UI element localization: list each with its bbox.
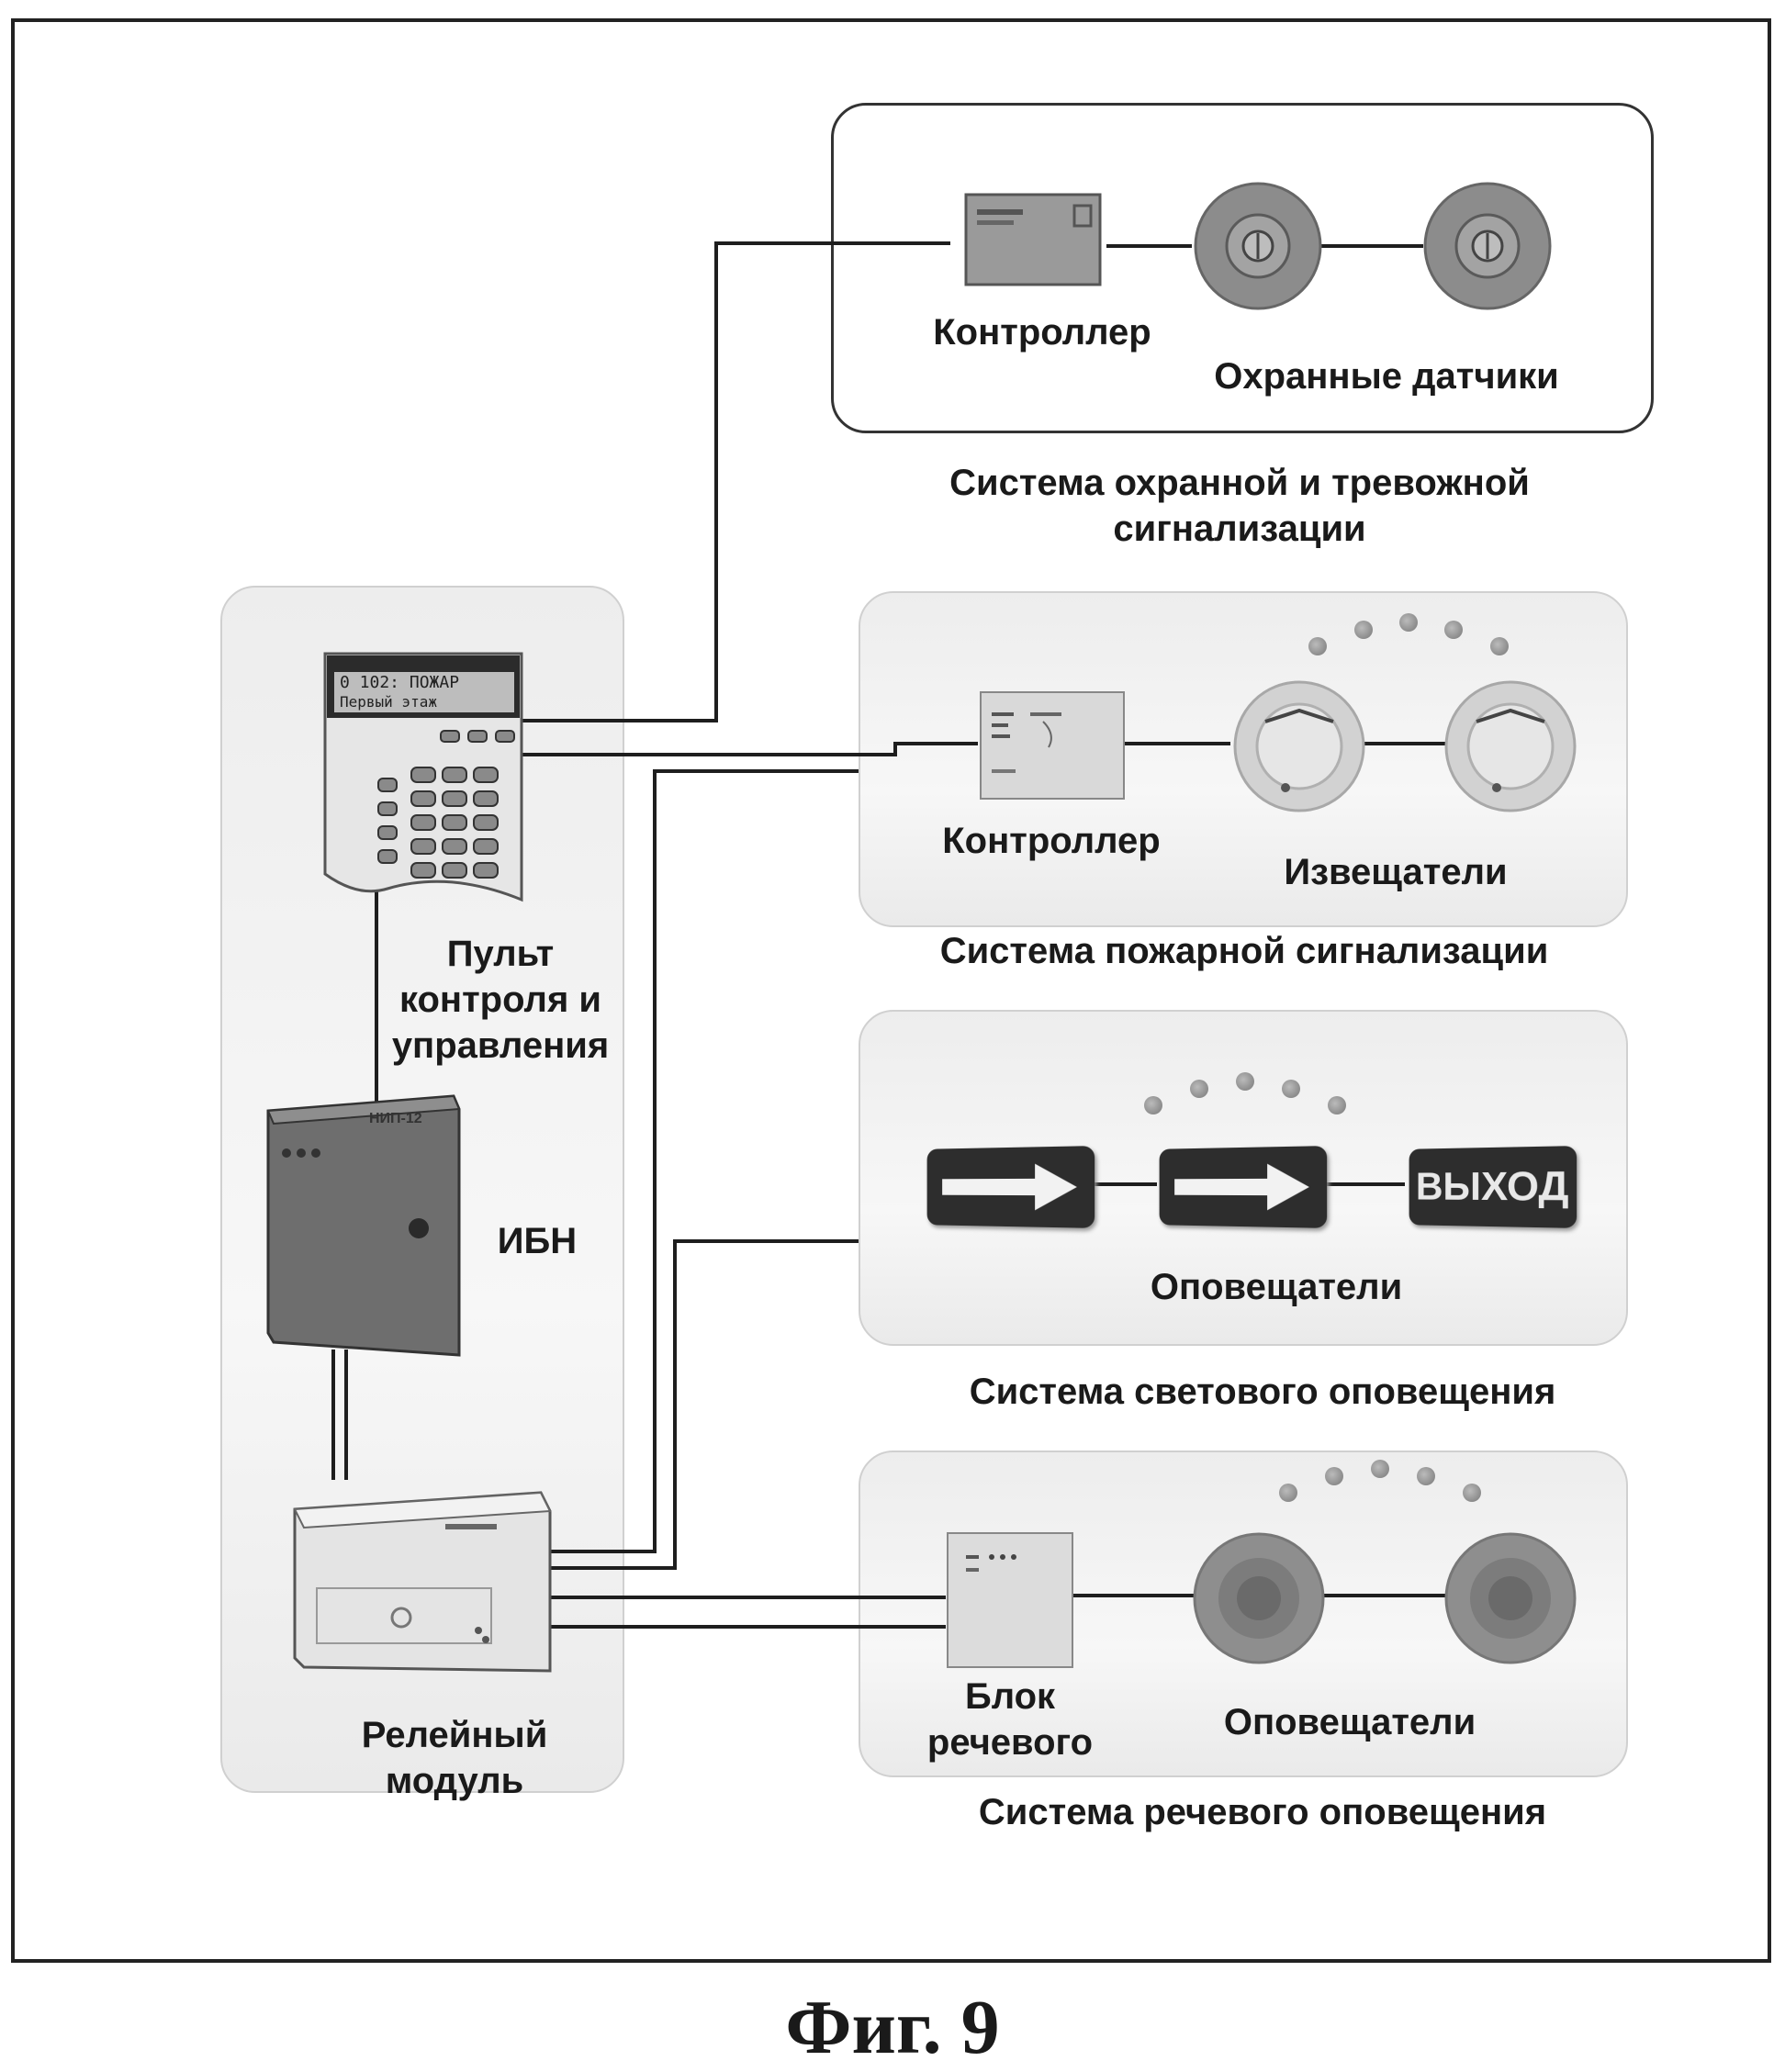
security-system-title-line2: сигнализации — [1113, 509, 1366, 549]
exit-arrow-sign-1 — [926, 1146, 1095, 1228]
voice-block-label-line1: Блок — [964, 1676, 1056, 1717]
security-sensors-label: Охранные датчики — [1214, 356, 1559, 397]
voice-block-device — [947, 1532, 1073, 1668]
relay-module-label-line1: Релейный — [361, 1715, 548, 1755]
wire-relay-fire — [546, 769, 859, 1553]
relay-module-label-line2: модуль — [385, 1761, 524, 1801]
fire-system-title: Система пожарной сигнализации — [939, 931, 1549, 971]
voice-notifier-2-icon — [1444, 1532, 1577, 1664]
light-system-title: Система светового оповещения — [969, 1372, 1556, 1412]
power-unit-cabinet — [266, 1094, 461, 1357]
voice-notifiers-label: Оповещатели — [1223, 1702, 1476, 1742]
wire-panel-security — [519, 241, 950, 722]
control-panel-label-line1: Пульт — [446, 934, 555, 974]
voice-notifier-1-icon — [1193, 1532, 1325, 1664]
control-panel-label-line3: управления — [391, 1025, 610, 1066]
fire-detectors-label: Извещатели — [1284, 852, 1508, 892]
exit-arrow-sign-2 — [1159, 1146, 1328, 1228]
fire-controller-device — [980, 691, 1125, 800]
light-notifiers-label: Оповещатели — [1150, 1267, 1403, 1307]
voice-block-label-line2: речевого — [926, 1722, 1094, 1763]
power-unit-label: ИБН — [497, 1221, 578, 1261]
security-controller-device — [964, 193, 1102, 286]
security-sensor-2-icon — [1423, 182, 1552, 310]
figure-frame — [11, 18, 1771, 1963]
arrow-right-icon — [1174, 1163, 1309, 1211]
voice-system-title: Система речевого оповещения — [978, 1792, 1547, 1832]
relay-module-device — [293, 1491, 552, 1673]
wire-panel-fire — [519, 742, 978, 756]
wire-relay-light — [546, 1239, 859, 1570]
keypad-display-line2: Первый этаж — [340, 693, 437, 711]
fire-detector-1-icon — [1233, 680, 1365, 812]
exit-text-sign: ВЫХОД — [1409, 1146, 1577, 1228]
fire-controller-label: Контроллер — [942, 821, 1161, 861]
arrow-right-icon — [942, 1163, 1077, 1211]
control-panel-keypad — [323, 652, 523, 902]
power-unit-badge: НИП-12 — [369, 1111, 422, 1126]
figure-caption: Фиг. 9 — [785, 1985, 1000, 2070]
fire-detector-2-icon — [1444, 680, 1577, 812]
security-system-title-line1: Система охранной и тревожной — [949, 463, 1530, 503]
control-panel-label-line2: контроля и — [399, 980, 601, 1020]
exit-sign-text: ВЫХОД — [1415, 1162, 1569, 1210]
security-controller-label: Контроллер — [933, 312, 1151, 353]
keypad-display-line1: 0 102: ПОЖАР — [340, 673, 460, 692]
security-sensor-1-icon — [1194, 182, 1322, 310]
